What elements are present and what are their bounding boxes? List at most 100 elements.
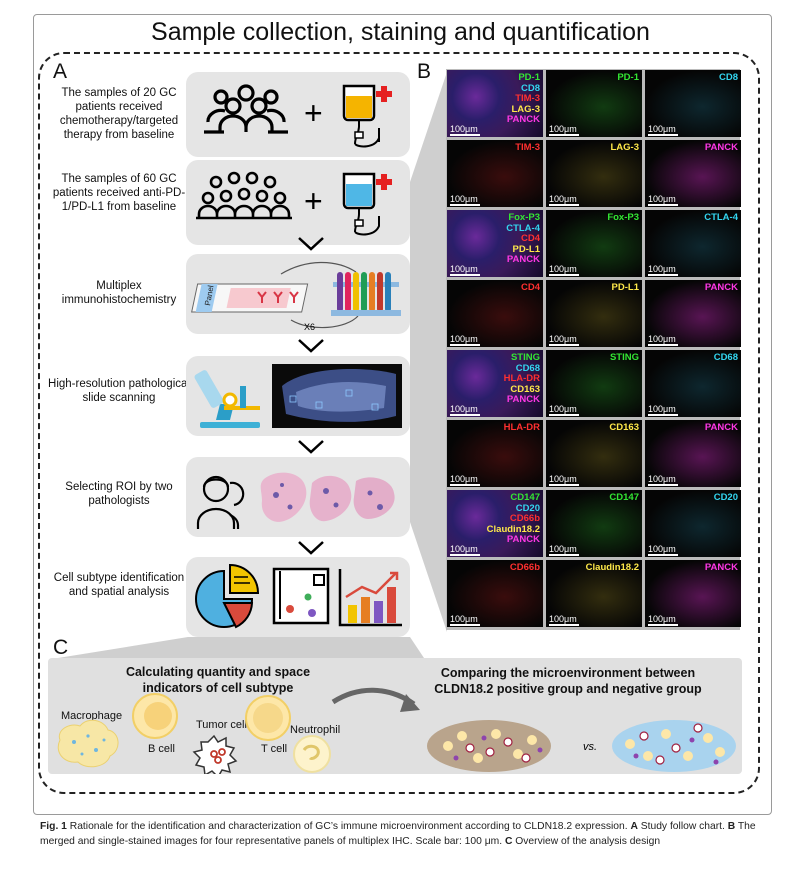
scale-bar-label: 100μm: [549, 614, 577, 624]
step-card-anti-pd1: +: [186, 160, 410, 245]
marker-label: LAG-3: [610, 142, 640, 153]
scale-bar-label: 100μm: [450, 404, 478, 414]
scale-bar: [549, 204, 579, 206]
step-card-scanning: [186, 356, 410, 436]
marker-label: CD20: [713, 492, 738, 503]
caption-label-a: A: [630, 821, 638, 832]
marker-labels: Fox-P3: [607, 212, 639, 224]
marker-label: LAG-3: [511, 103, 541, 115]
scale-bar-label: 100μm: [648, 404, 676, 414]
scale-bar-label: 100μm: [450, 124, 478, 134]
scale-bar-label: 100μm: [450, 194, 478, 204]
marker-label: PANCK: [506, 114, 540, 125]
marker-label: PD-1: [518, 72, 540, 83]
caption-label-b: B: [727, 821, 736, 832]
b-cell-label: B cell: [148, 743, 175, 755]
panel-a-letter: A: [53, 60, 68, 83]
marker-labels: CD66b: [510, 562, 540, 574]
plus-sign-2: +: [304, 183, 323, 219]
step-text-chemo: The samples of 20 GC patients received c…: [59, 87, 179, 141]
marker-labels: Claudin18.2: [586, 562, 639, 574]
chevron-down-icon: [298, 541, 324, 555]
scale-bar-label: 100μm: [648, 334, 676, 344]
card-6-art: [195, 563, 402, 629]
marker-label: CD68: [515, 362, 540, 374]
scale-bar-label: 100μm: [648, 614, 676, 624]
step-card-analysis: [186, 557, 410, 637]
scale-bar-label: 100μm: [450, 334, 478, 344]
scale-bar: [450, 204, 480, 206]
zoom-connector: [58, 637, 424, 658]
step-text-scanning: High-resolution pathological slide scann…: [48, 378, 190, 404]
marker-labels: STING: [609, 352, 639, 364]
scale-bar: [648, 554, 678, 556]
marker-labels: CD4: [521, 282, 540, 294]
marker-label: PD-L1: [512, 243, 540, 255]
marker-label: CTLA-4: [506, 222, 540, 234]
marker-label: HLA-DR: [503, 422, 540, 433]
step-text-anti-pd1: The samples of 60 GC patients received a…: [52, 173, 186, 213]
marker-labels: PANCK: [705, 142, 738, 154]
step-text-mihc: Multiplex immunohistochemistry: [61, 280, 177, 306]
marker-labels: CD163: [609, 422, 639, 434]
panel-c-art: vs.: [57, 687, 736, 774]
scale-bar: [450, 274, 480, 276]
vs-label: vs.: [583, 741, 597, 753]
scale-bar-label: 100μm: [549, 404, 577, 414]
panel-label: Panel: [203, 284, 215, 306]
step-text-analysis: Cell subtype identification and spatial …: [53, 572, 185, 598]
single-stain-tile: Claudin18.2 100μm: [546, 560, 642, 627]
marker-label: CD4: [520, 233, 540, 244]
marker-label: CTLA-4: [704, 212, 738, 223]
figure-title: Sample collection, staining and quantifi…: [151, 18, 650, 46]
marker-label: PD-L1: [611, 282, 639, 293]
single-stain-tile: TIM-3 100μm: [447, 140, 543, 207]
marker-label: CD8: [520, 82, 540, 94]
marker-labels: PANCK: [705, 422, 738, 434]
scale-bar-label: 100μm: [648, 544, 676, 554]
caption-text-b: The merged and single-stained images for…: [40, 821, 756, 847]
curved-arrow-icon: [290, 315, 359, 329]
marker-label: STING: [609, 352, 639, 363]
positive-group-ellipse: [427, 720, 551, 772]
scale-bar: [450, 414, 480, 416]
card-1-art: +: [204, 84, 392, 148]
scale-bar-label: 100μm: [648, 264, 676, 274]
marker-label: CD8: [718, 72, 738, 83]
scale-bar: [450, 624, 480, 626]
marker-label: PANCK: [506, 254, 540, 265]
panel-c-left-heading: Calculating quantity and space indicator…: [125, 665, 311, 695]
marker-label: HLA-DR: [503, 373, 540, 384]
scale-bar: [549, 624, 579, 626]
chevron-down-icon: [298, 440, 324, 454]
scale-bar: [549, 344, 579, 346]
single-stain-tile: CD20 100μm: [645, 490, 741, 557]
scale-bar: [648, 134, 678, 136]
macrophage-icon: [57, 719, 119, 768]
marker-labels: LAG-3: [610, 142, 640, 154]
slide-scan-image: [272, 364, 402, 428]
iv-drip-icon: [342, 172, 380, 236]
marker-labels: TIM-3: [515, 142, 540, 154]
caption-text-a: Study follow chart.: [637, 821, 728, 832]
card-4-art: [194, 364, 402, 428]
scale-bar: [450, 554, 480, 556]
marker-label: Claudin18.2: [486, 523, 540, 535]
marker-label: Fox-P3: [508, 212, 540, 223]
panel-c-letter: C: [53, 636, 69, 659]
marker-label: PANCK: [506, 534, 540, 545]
red-cross-icon: [376, 174, 392, 190]
marker-label: PANCK: [704, 562, 738, 573]
marker-label: STING: [510, 352, 540, 363]
card-2-art: +: [196, 171, 392, 236]
